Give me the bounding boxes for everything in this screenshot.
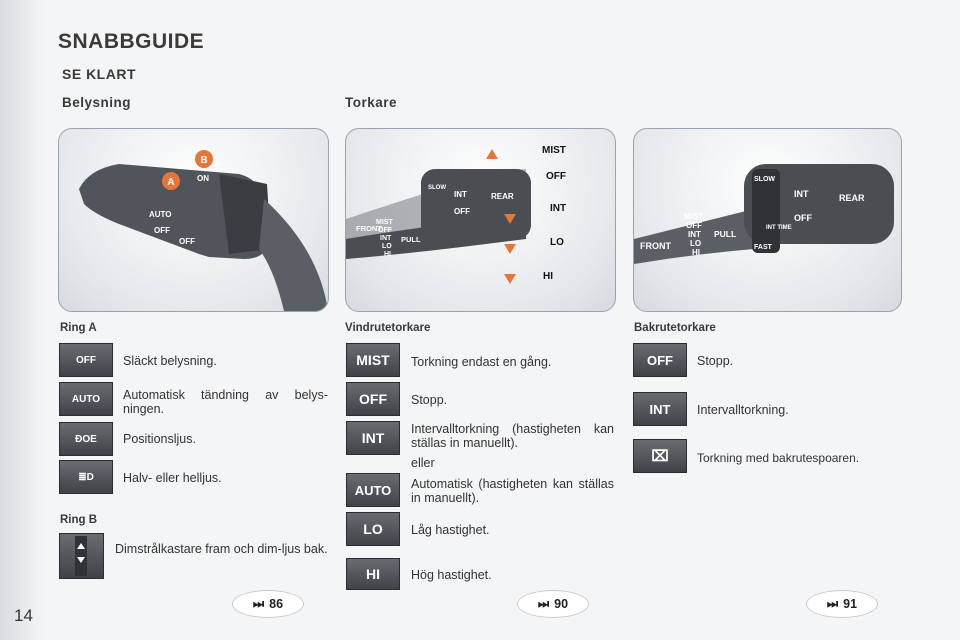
- forward-icon: ⏭: [826, 596, 839, 611]
- lo-icon: LO: [346, 512, 400, 546]
- auto-icon: AUTO: [346, 473, 400, 507]
- rear-wiper-stalk-image: FRONT MIST OFF INT LO HI PULL SLOW FAST …: [633, 128, 902, 312]
- left-margin-band: [0, 0, 45, 640]
- int-icon: INT: [633, 392, 687, 426]
- ring-a-item-4: Halv- eller helljus.: [123, 471, 222, 485]
- marker-a-badge: [162, 172, 180, 190]
- stalk-label-off-b: OFF: [179, 237, 195, 246]
- fog-ring-graphic: [75, 536, 87, 576]
- rear-item-3: Torkning med bakrutespoaren.: [697, 451, 860, 465]
- forward-icon: ⏭: [537, 596, 550, 611]
- stalk-label-int2: INT: [454, 190, 467, 199]
- or-text: eller: [411, 456, 435, 470]
- arrow-down-icon: [504, 274, 516, 284]
- arrow-up-icon: [486, 149, 498, 159]
- lighting-stalk-image: A B ON AUTO OFF OFF: [58, 128, 329, 312]
- wiper-stalk-body: [421, 169, 531, 239]
- stalk-label-mist: MIST: [684, 212, 703, 221]
- stalk-label-int-time: INT TIME: [766, 225, 792, 231]
- ring-a-item-3: Positionsljus.: [123, 432, 196, 446]
- stalk-label-int: INT: [688, 230, 701, 239]
- mode-hi: HI: [543, 271, 553, 282]
- front-item-5: Låg hastighet.: [411, 523, 490, 537]
- lighting-stalk-illustration: A B ON AUTO OFF OFF: [79, 150, 328, 311]
- stalk-label-off2: OFF: [794, 213, 812, 223]
- front-wiper-stalk-image: FRONT MIST OFF INT LO HI PULL SLOW INT O…: [345, 128, 616, 312]
- stalk-label-hi: HI: [384, 251, 391, 258]
- stalk-label-front: FRONT: [640, 241, 671, 251]
- page-link-91[interactable]: ⏭ 91: [806, 590, 878, 618]
- forward-icon: ⏭: [252, 596, 265, 611]
- stalk-label-pull: PULL: [714, 229, 736, 239]
- stalk-label-rear: REAR: [839, 193, 865, 203]
- stalk-label-slow: SLOW: [428, 185, 446, 191]
- int-icon: INT: [346, 421, 400, 455]
- rear-item-1: Stopp.: [697, 354, 734, 368]
- mode-lo: LO: [550, 237, 564, 248]
- arrow-down-icon: [504, 244, 516, 254]
- hi-icon: HI: [346, 558, 400, 590]
- rear-wiper-illustration: FRONT MIST OFF INT LO HI PULL SLOW FAST …: [634, 164, 894, 264]
- section-title: SE KLART: [62, 66, 136, 82]
- front-item-6: Hög hastighet.: [411, 568, 492, 582]
- ring-b-text: Dimstrålkastare fram och dim-ljus bak.: [115, 542, 328, 556]
- page-link-90-number: 90: [554, 597, 569, 611]
- position-light-icon: ĐOE: [59, 422, 113, 456]
- page-link-91-number: 91: [843, 597, 858, 611]
- front-item-1: Torkning endast en gång.: [411, 355, 552, 369]
- rear-item-2: Intervalltorkning.: [697, 403, 789, 417]
- off-icon: OFF: [346, 382, 400, 416]
- front-wiper-illustration: FRONT MIST OFF INT LO HI PULL SLOW INT O…: [346, 145, 566, 284]
- stalk-label-off: OFF: [378, 227, 393, 234]
- stalk-label-int: INT: [380, 235, 392, 242]
- stalk-label-off2: OFF: [454, 207, 470, 216]
- marker-b: B: [200, 155, 207, 166]
- stalk-label-hi: HI: [692, 248, 700, 257]
- headlight-icon: ≣D: [59, 460, 113, 494]
- page-link-86[interactable]: ⏭ 86: [232, 590, 304, 618]
- stalk-label-off-a: OFF: [154, 226, 170, 235]
- front-item-3: Intervalltorkning (hastigheten kan ställ…: [411, 422, 614, 450]
- ring-a-item-1: Släckt belysning.: [123, 354, 217, 368]
- mode-int: INT: [550, 203, 566, 214]
- auto-icon: AUTO: [59, 382, 113, 416]
- stalk-label-slow: SLOW: [754, 176, 775, 183]
- page-link-86-number: 86: [269, 597, 284, 611]
- off-icon: OFF: [633, 343, 687, 377]
- stalk-label-rear: REAR: [491, 192, 514, 201]
- ring-b-label: Ring B: [60, 514, 98, 526]
- stalk-label-auto: AUTO: [149, 210, 172, 219]
- marker-b-badge: [195, 150, 213, 168]
- stalk-label-mist: MIST: [376, 219, 393, 226]
- stalk-label-front: FRONT: [356, 224, 382, 233]
- stalk-label-on: ON: [197, 174, 209, 183]
- ring-a-label: Ring A: [60, 322, 97, 334]
- wipers-heading: Torkare: [345, 95, 398, 110]
- mode-off: OFF: [546, 171, 566, 182]
- mist-icon: MIST: [346, 343, 400, 377]
- ring-a-item-2: Automatisk tändning av belys-ningen.: [123, 388, 328, 416]
- stalk-label-lo: LO: [382, 243, 392, 250]
- front-item-2: Stopp.: [411, 393, 448, 407]
- rear-wiper-label: Bakrutetorkare: [634, 322, 716, 334]
- stalk-label-lo: LO: [690, 239, 701, 248]
- stalk-label-fast: FAST: [754, 244, 773, 251]
- page-number: 14: [14, 606, 33, 625]
- page-title: SNABBGUIDE: [58, 30, 205, 53]
- rear-stalk-body: [744, 164, 894, 244]
- mode-mist: MIST: [542, 145, 566, 156]
- marker-a: A: [167, 177, 174, 188]
- front-item-4: Automatisk (hastigheten kan ställas in m…: [411, 477, 614, 505]
- rear-washer-icon: ⌧: [633, 439, 687, 473]
- off-icon: OFF: [59, 343, 113, 377]
- stalk-label-off: OFF: [686, 221, 702, 230]
- arrow-down-icon: [504, 214, 516, 224]
- stalk-label-pull: PULL: [401, 235, 421, 244]
- lighting-heading: Belysning: [62, 95, 132, 110]
- fog-ring-icon: [59, 533, 104, 579]
- front-wiper-label: Vindrutetorkare: [345, 322, 431, 334]
- stalk-label-int2: INT: [794, 189, 809, 199]
- page-link-90[interactable]: ⏭ 90: [517, 590, 589, 618]
